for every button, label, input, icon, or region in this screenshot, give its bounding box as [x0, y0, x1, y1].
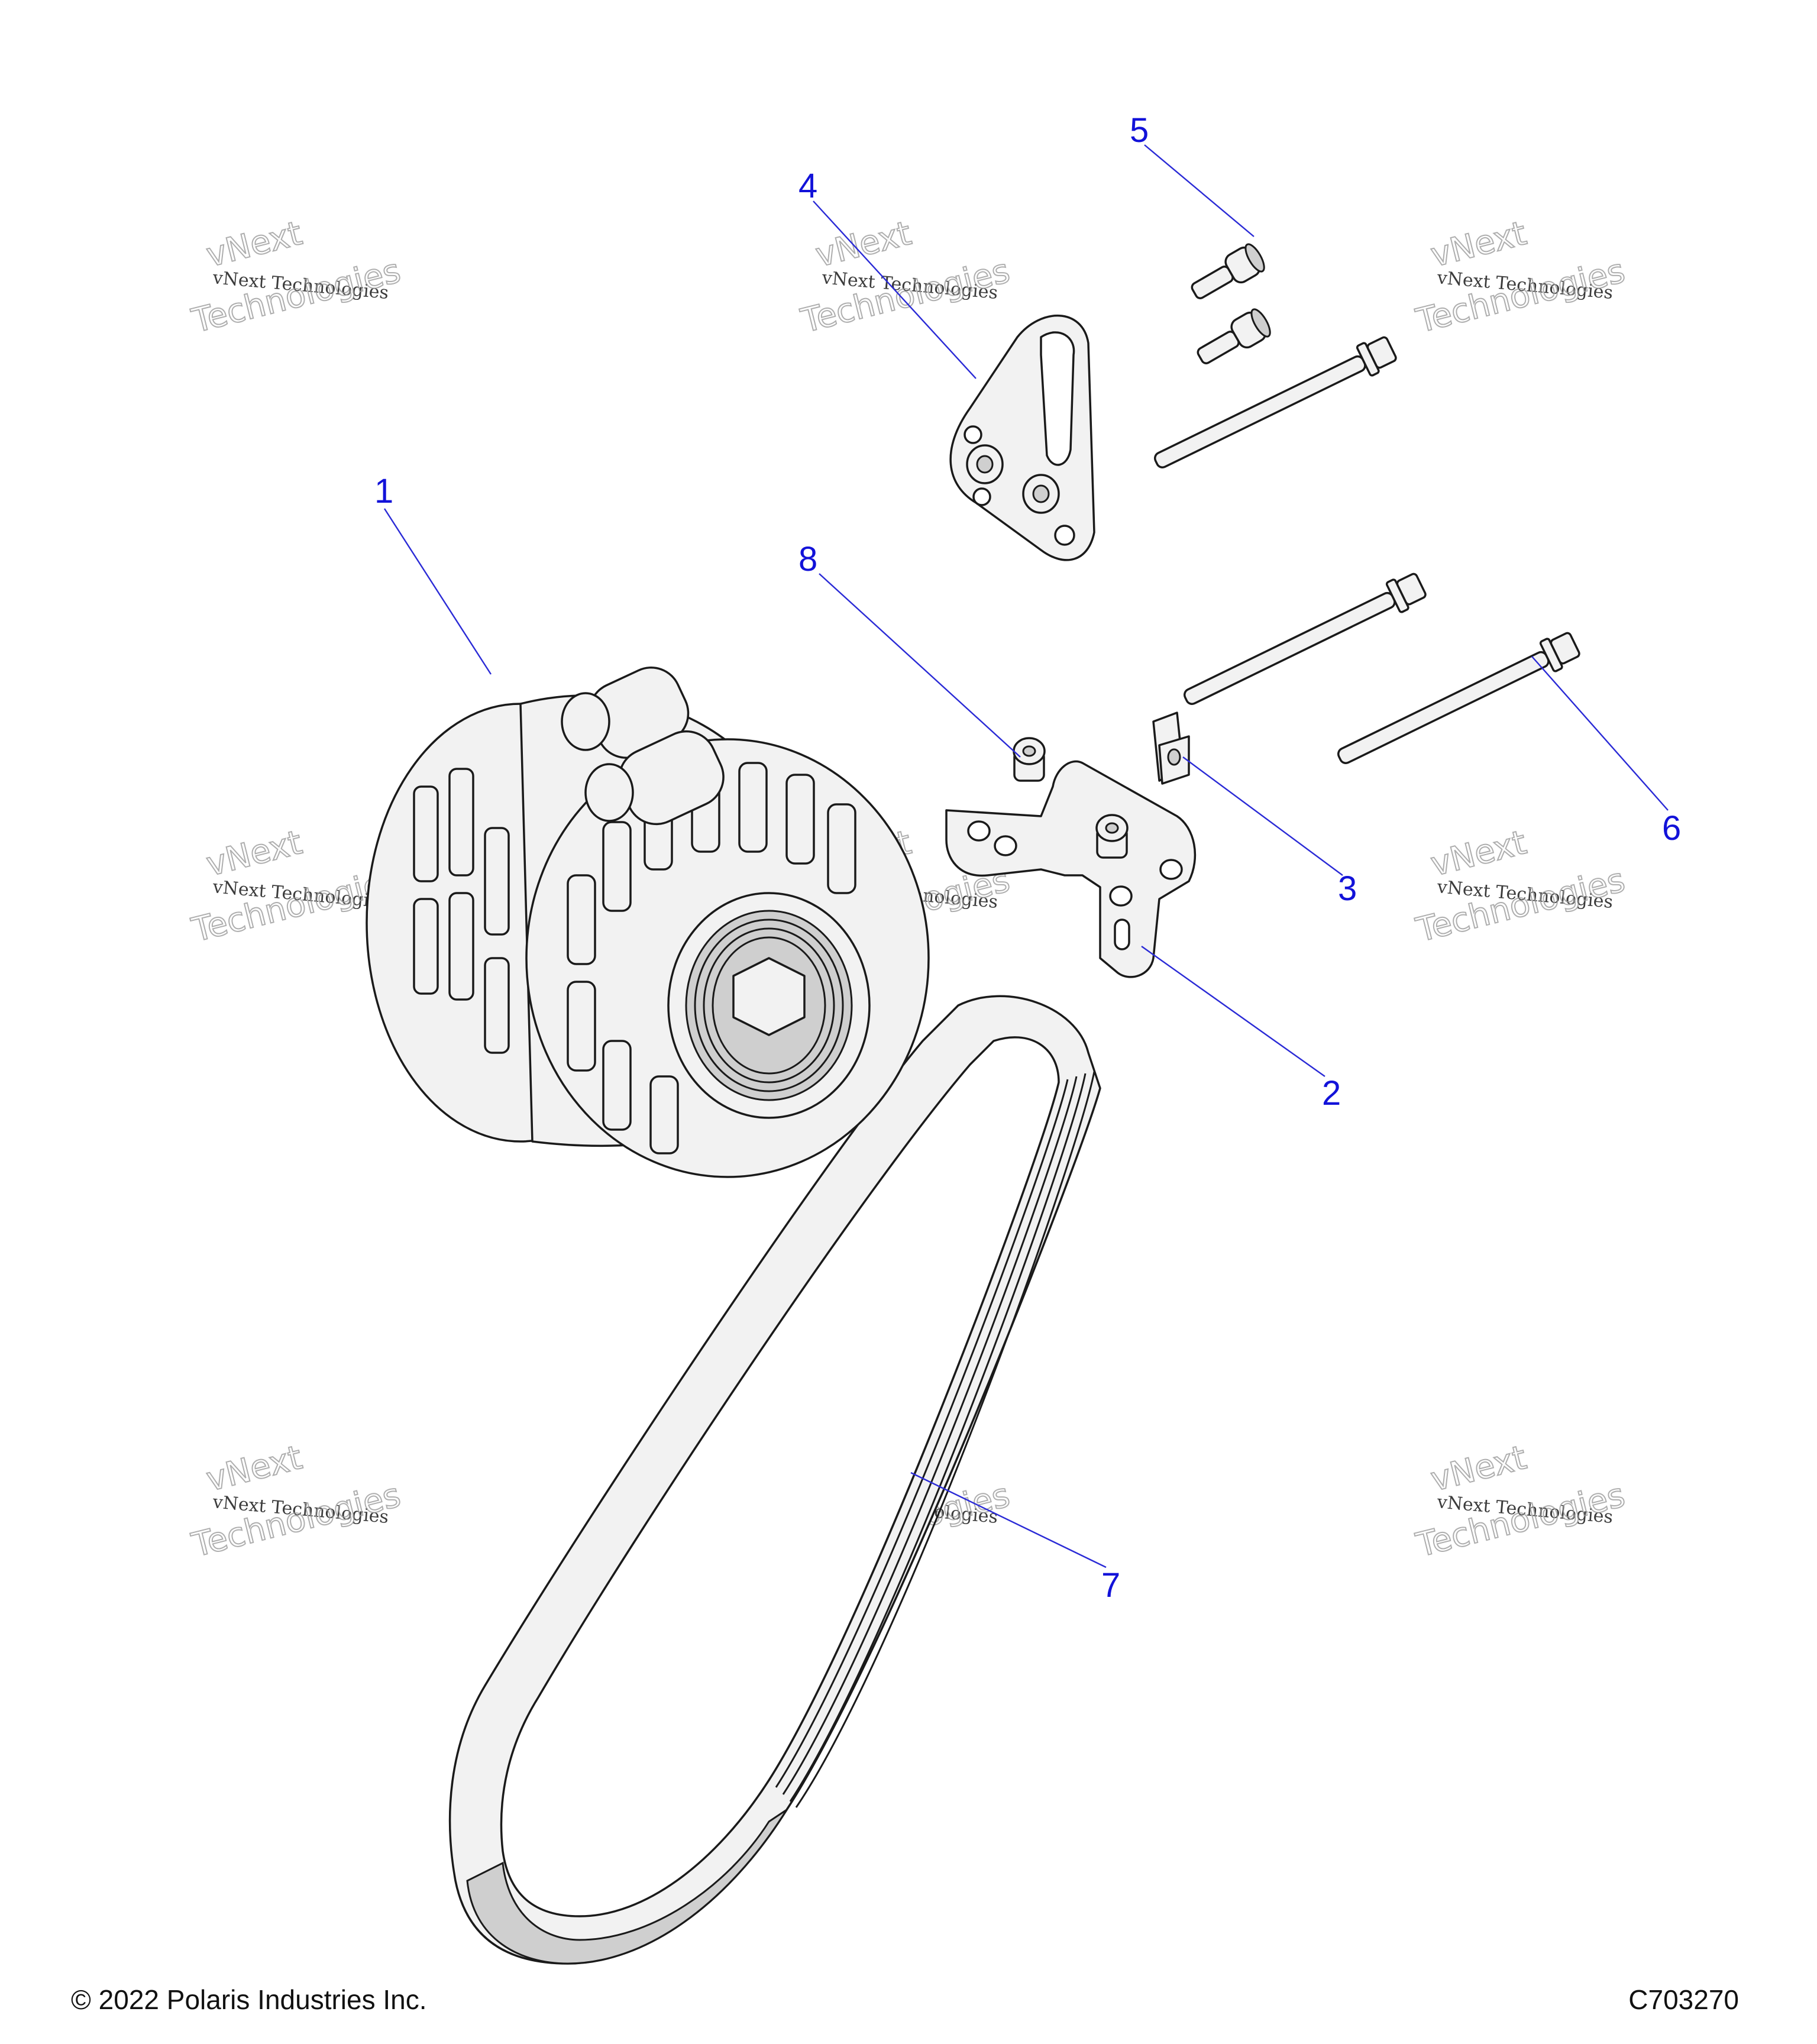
svg-text:vNext: vNext [1427, 823, 1530, 884]
callout-7: 7 [1101, 1566, 1120, 1605]
leader-line-1 [383, 508, 492, 675]
watermark: vNext vNext Technologies Technologies [1412, 214, 1630, 341]
alternator-front-fins [567, 762, 856, 1154]
short-bolts [1191, 243, 1271, 364]
alternator-rear-fins [413, 768, 510, 1054]
callout-5: 5 [1130, 111, 1149, 150]
leader-line-2 [1141, 946, 1325, 1077]
leader-line-7 [910, 1471, 1107, 1568]
long-bolt [1153, 336, 1397, 468]
upper-bracket [949, 315, 1095, 561]
callout-3: 3 [1338, 869, 1357, 908]
long-bolt [1183, 573, 1427, 705]
short-bolt [1197, 308, 1271, 364]
copyright-text: © 2022 Polaris Industries Inc. [71, 1984, 427, 2015]
svg-text:vNext: vNext [203, 823, 306, 884]
long-bolts [1153, 336, 1580, 764]
watermark: vNext vNext Technologies Technologies [1412, 1438, 1630, 1566]
bracket-stud [1095, 814, 1129, 859]
long-bolt [1337, 632, 1580, 764]
lower-bracket [945, 737, 1197, 978]
svg-text:vNext: vNext [203, 214, 306, 275]
callout-8: 8 [798, 540, 817, 578]
watermark: vNext vNext Technologies Technologies [187, 214, 405, 341]
callout-6: 6 [1662, 809, 1681, 848]
leader-lines [383, 144, 1669, 1568]
leader-line-6 [1531, 656, 1669, 811]
callout-1: 1 [374, 472, 393, 510]
watermark: vNext vNext Technologies Technologies [797, 214, 1014, 341]
callout-4: 4 [798, 167, 817, 205]
alternator [366, 666, 930, 1178]
callout-labels: 1 2 3 4 5 6 7 8 [374, 111, 1681, 1605]
leader-line-4 [813, 200, 977, 379]
svg-text:vNext: vNext [812, 214, 915, 275]
leader-line-8 [819, 573, 1021, 758]
short-bolt [1191, 243, 1265, 299]
drawing-number: C703270 [1628, 1984, 1739, 2015]
svg-text:vNext: vNext [203, 1438, 306, 1499]
svg-text:vNext: vNext [1427, 214, 1530, 275]
clip-nut [1152, 711, 1190, 785]
watermark: vNext vNext Technologies Technologies [187, 1438, 405, 1566]
leader-line-5 [1144, 144, 1255, 237]
leader-line-3 [1182, 756, 1343, 876]
alternator-mounting-bosses [561, 666, 725, 826]
watermark: vNext vNext Technologies Technologies [1412, 823, 1630, 950]
callout-2: 2 [1322, 1074, 1341, 1112]
svg-text:vNext: vNext [1427, 1438, 1530, 1499]
drive-belt [448, 995, 1101, 1965]
bracket-stud [1013, 737, 1046, 782]
